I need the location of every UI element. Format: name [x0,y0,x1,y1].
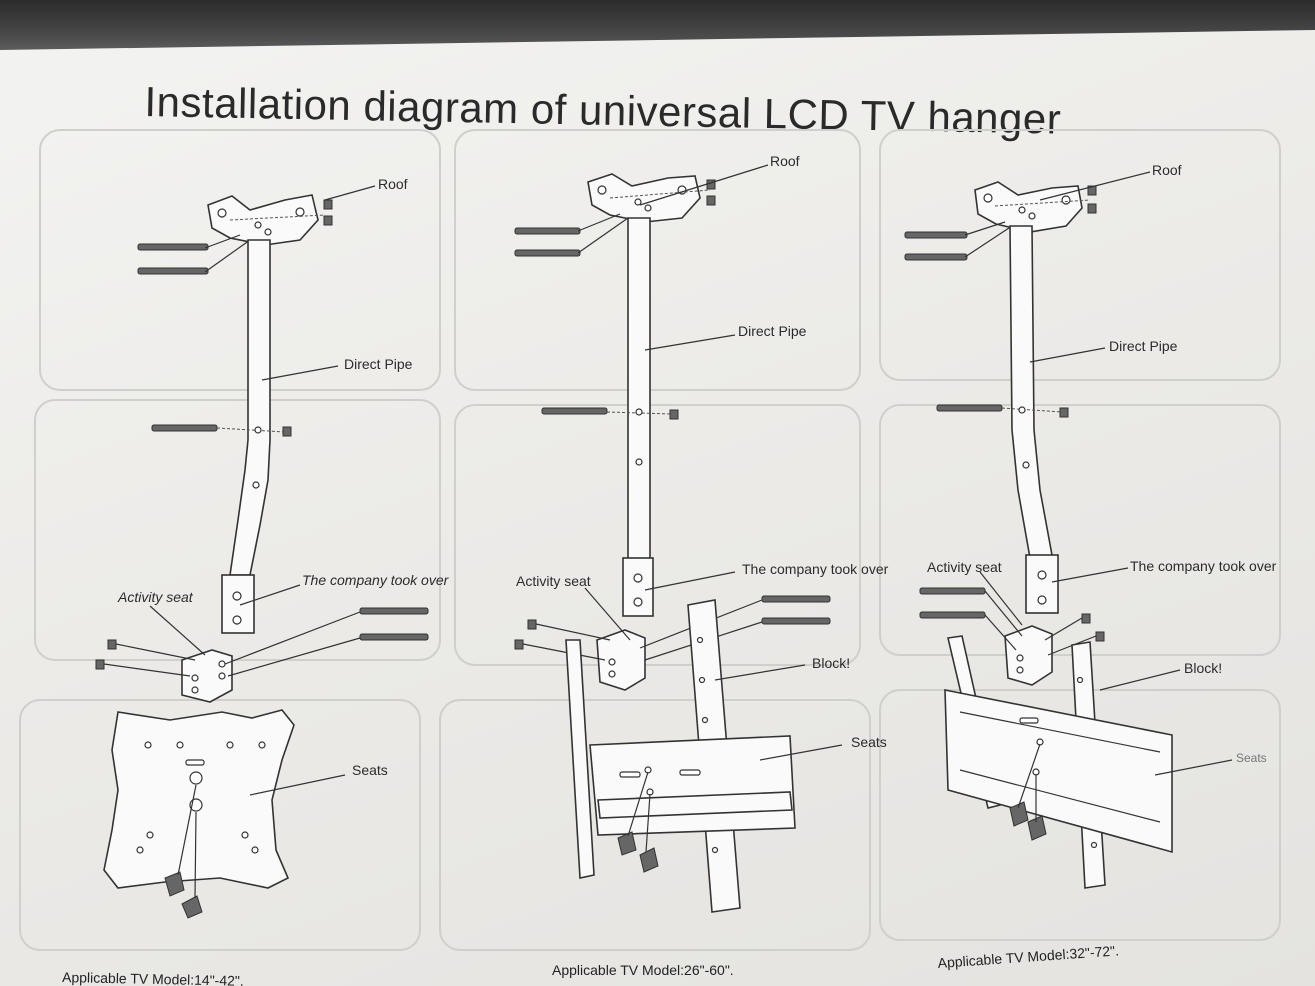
seats-label-2: Seats [851,734,887,750]
company-took-over-label-2: The company took over [742,561,889,577]
seats-label-3: Seats [1236,751,1267,765]
panel-3-assembly: Roof Direct Pipe The company took over A… [904,162,1277,889]
activity-seat-label-3: Activity seat [927,559,1002,575]
direct-pipe-label-1: Direct Pipe [344,356,413,372]
block-label-3: Block! [1184,660,1222,676]
roof-label-1: Roof [378,176,408,192]
panel-1-assembly: Roof Direct Pipe The company took over A… [95,176,450,919]
roof-plate [587,173,701,223]
block-rail-left [565,639,595,879]
activity-seat-bracket [1004,625,1053,686]
direct-pipe [627,217,651,561]
seats-bracket [589,735,796,836]
model-caption-1: Applicable TV Model:14"-42". [62,969,244,986]
model-caption-2: Applicable TV Model:26"-60". [552,962,734,978]
direct-pipe [229,239,271,576]
panel-2-assembly: Roof Direct Pipe The company took over A… [514,153,889,913]
direct-pipe [1009,225,1053,559]
activity-seat-label-2: Activity seat [516,573,591,589]
model-caption-3: Applicable TV Model:32"-72". [937,942,1119,971]
activity-seat-label-1: Activity seat [117,589,194,605]
company-took-over-label-3: The company took over [1130,558,1277,574]
roof-plate [207,194,319,246]
seats-plate [103,709,295,889]
direct-pipe-label-2: Direct Pipe [738,323,807,339]
direct-pipe-label-3: Direct Pipe [1109,338,1178,354]
roof-label-3: Roof [1152,162,1182,178]
company-took-over-label-1: The company took over [302,572,450,588]
block-label-2: Block! [812,655,850,671]
seats-label-1: Seats [352,762,388,778]
seats-frame [944,689,1173,854]
roof-label-2: Roof [770,153,800,169]
roof-plate [974,181,1083,233]
